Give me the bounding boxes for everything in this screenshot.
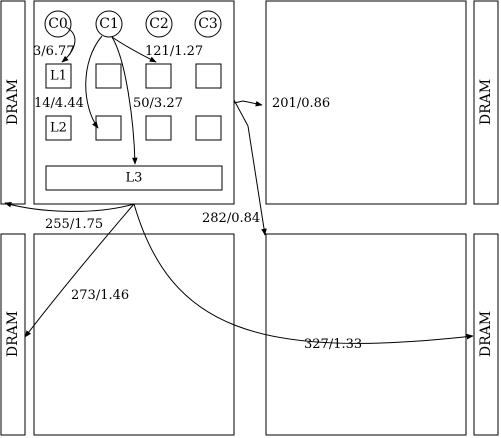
l2-cache-c1 xyxy=(95,115,122,141)
dram-label: DRAM xyxy=(478,79,494,125)
edge-label: 201/0.86 xyxy=(272,96,330,111)
l2-cache-c0: L2 xyxy=(45,115,72,141)
edge-label: 121/1.27 xyxy=(145,44,203,59)
l3-label: L3 xyxy=(126,171,143,186)
l2-label: L2 xyxy=(50,121,67,136)
edge-label: 273/1.46 xyxy=(71,288,129,303)
dram-label: DRAM xyxy=(478,311,494,357)
edge-label: 14/4.44 xyxy=(34,96,84,111)
dram-label: DRAM xyxy=(5,311,21,357)
edge-label: 327/1.33 xyxy=(304,337,362,352)
edge-dram-bottom-right xyxy=(133,203,474,344)
edge-c0-l1 xyxy=(61,26,76,63)
edge-label: 50/3.27 xyxy=(133,96,183,111)
core-label: C1 xyxy=(99,16,119,32)
dram-label: DRAM xyxy=(5,79,21,125)
core-c2: C2 xyxy=(145,10,173,38)
dram-bottom-right: DRAM xyxy=(473,233,499,436)
l2-cache-c3 xyxy=(195,115,222,141)
dram-bottom-left: DRAM xyxy=(0,233,26,436)
l1-cache-c0: L1 xyxy=(45,63,72,89)
chip-bottom-left xyxy=(33,233,235,436)
core-c3: C3 xyxy=(194,10,222,38)
dram-top-right: DRAM xyxy=(473,0,499,205)
edge-chip-top-right xyxy=(233,100,263,107)
l2-cache-c2 xyxy=(145,115,172,141)
edge-label: 255/1.75 xyxy=(45,217,103,232)
l1-cache-c1 xyxy=(95,63,122,89)
core-c0: C0 xyxy=(44,10,72,38)
edge-c1-l2-c1 xyxy=(85,35,103,129)
core-c1: C1 xyxy=(95,10,123,38)
edge-label: 282/0.84 xyxy=(202,211,260,226)
edge-c1-l3 xyxy=(111,36,138,165)
edge-label: 3/6.77 xyxy=(33,44,75,59)
l1-label: L1 xyxy=(50,69,67,84)
core-label: C0 xyxy=(48,16,68,32)
edge-chip-bottom-right xyxy=(233,99,267,236)
edge-dram-bottom-left xyxy=(24,203,135,338)
chip-top-right xyxy=(265,0,467,205)
l1-cache-c3 xyxy=(195,63,222,89)
l3-cache: L3 xyxy=(45,165,223,191)
chip-bottom-right xyxy=(265,233,467,436)
core-label: C2 xyxy=(149,16,169,32)
edge-dram-top-left xyxy=(4,202,135,212)
dram-top-left: DRAM xyxy=(0,0,26,205)
core-label: C3 xyxy=(198,16,218,32)
edge-c1-l1-c2 xyxy=(111,36,157,63)
l1-cache-c2 xyxy=(145,63,172,89)
